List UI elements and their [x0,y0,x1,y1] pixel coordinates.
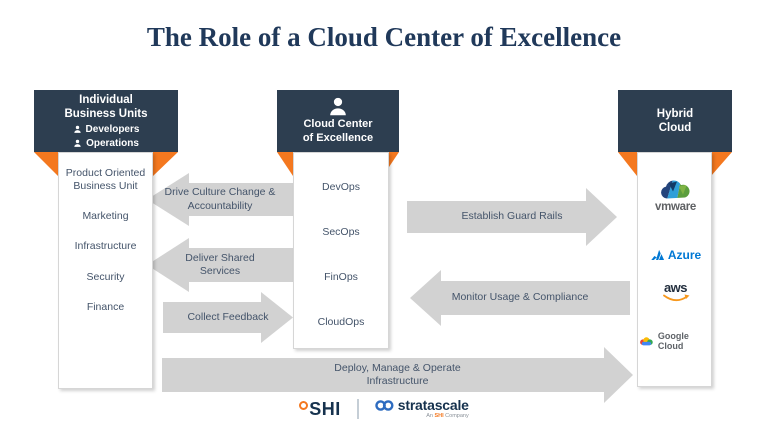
arrow-collect-feedback: Collect Feedback [163,292,293,343]
hybrid-cloud-column: vmware Azure aws [637,152,712,387]
vmware-cloud-icon [660,180,690,199]
person-icon [330,98,346,116]
stratascale-logo: stratascale An SHI Company [375,398,469,419]
hybrid-cloud-header: Hybrid Cloud [618,90,732,152]
arrow-establish-guard-rails: Establish Guard Rails [407,188,617,246]
role-operations-label: Operations [86,138,139,150]
stratascale-icon [375,399,394,411]
footer-logos: SHI stratascale An SHI Company [0,398,768,419]
list-item: Marketing [82,210,129,223]
ribbon-fold-icon [618,152,637,176]
vmware-label: vmware [654,201,697,213]
ccoe-header-label: Cloud Center of Excellence [302,118,374,144]
ribbon-fold-icon [711,152,732,176]
list-item: Finance [86,300,125,313]
role-developers: Developers [73,124,140,136]
vmware-logo: vmware [638,179,713,213]
business-units-header-label: Individual Business Units [64,93,148,120]
arrow-deploy-manage: Deploy, Manage & Operate Infrastructure [162,347,633,403]
business-units-header: Individual Business Units Developers Ope… [34,90,178,152]
aws-label: aws [663,280,688,295]
person-icon [74,140,81,148]
logo-divider [356,398,359,419]
arrow-drive-culture-label: Drive Culture Change & Accountability [164,186,276,212]
list-item: DevOps [322,181,360,193]
google-cloud-label: Google Cloud [657,331,689,351]
arrow-collect-feedback-label: Collect Feedback [187,310,269,323]
diagram-title: The Role of a Cloud Center of Excellence [146,22,622,52]
list-item: Security [86,270,125,283]
role-developers-label: Developers [85,124,140,136]
ccoe-column: DevOps SecOps FinOps CloudOps [293,152,389,349]
hybrid-cloud-header-label: Hybrid Cloud [656,107,694,134]
business-units-column: Product Oriented Business Unit Marketing… [58,152,153,389]
list-item: CloudOps [317,316,365,329]
person-icon [73,126,81,134]
list-item: FinOps [324,271,358,284]
azure-logo: Azure [638,247,713,262]
role-operations: Operations [73,138,139,149]
azure-label: Azure [667,247,702,262]
shi-logo: SHI [299,400,341,418]
arrow-drive-culture: Drive Culture Change & Accountability [147,173,293,226]
arrow-deploy-manage-label: Deploy, Manage & Operate Infrastructure [334,361,461,387]
list-item: Infrastructure [74,240,137,253]
list-item: Product Oriented Business Unit [65,167,146,193]
stratascale-wordmark: stratascale [397,397,469,413]
google-cloud-icon [640,336,653,345]
arrow-deliver-shared: Deliver Shared Services [147,238,293,292]
arrow-monitor-usage: Monitor Usage & Compliance [410,270,630,326]
arrow-monitor-usage-label: Monitor Usage & Compliance [451,291,589,304]
ccoe-header: Cloud Center of Excellence [277,90,399,152]
arrow-establish-guard-rails-label: Establish Guard Rails [461,210,563,223]
ribbon-fold-icon [34,152,58,176]
list-item: SecOps [322,226,360,239]
shi-wordmark: SHI [309,398,341,419]
arrow-deliver-shared-label: Deliver Shared Services [185,251,255,277]
shi-ring-icon [299,400,309,410]
google-cloud-logo: Google Cloud [638,331,713,351]
azure-icon [651,249,664,260]
aws-smile-icon [662,294,689,302]
aws-logo: aws [638,281,713,303]
stratascale-tagline: An SHI Company [426,413,469,419]
